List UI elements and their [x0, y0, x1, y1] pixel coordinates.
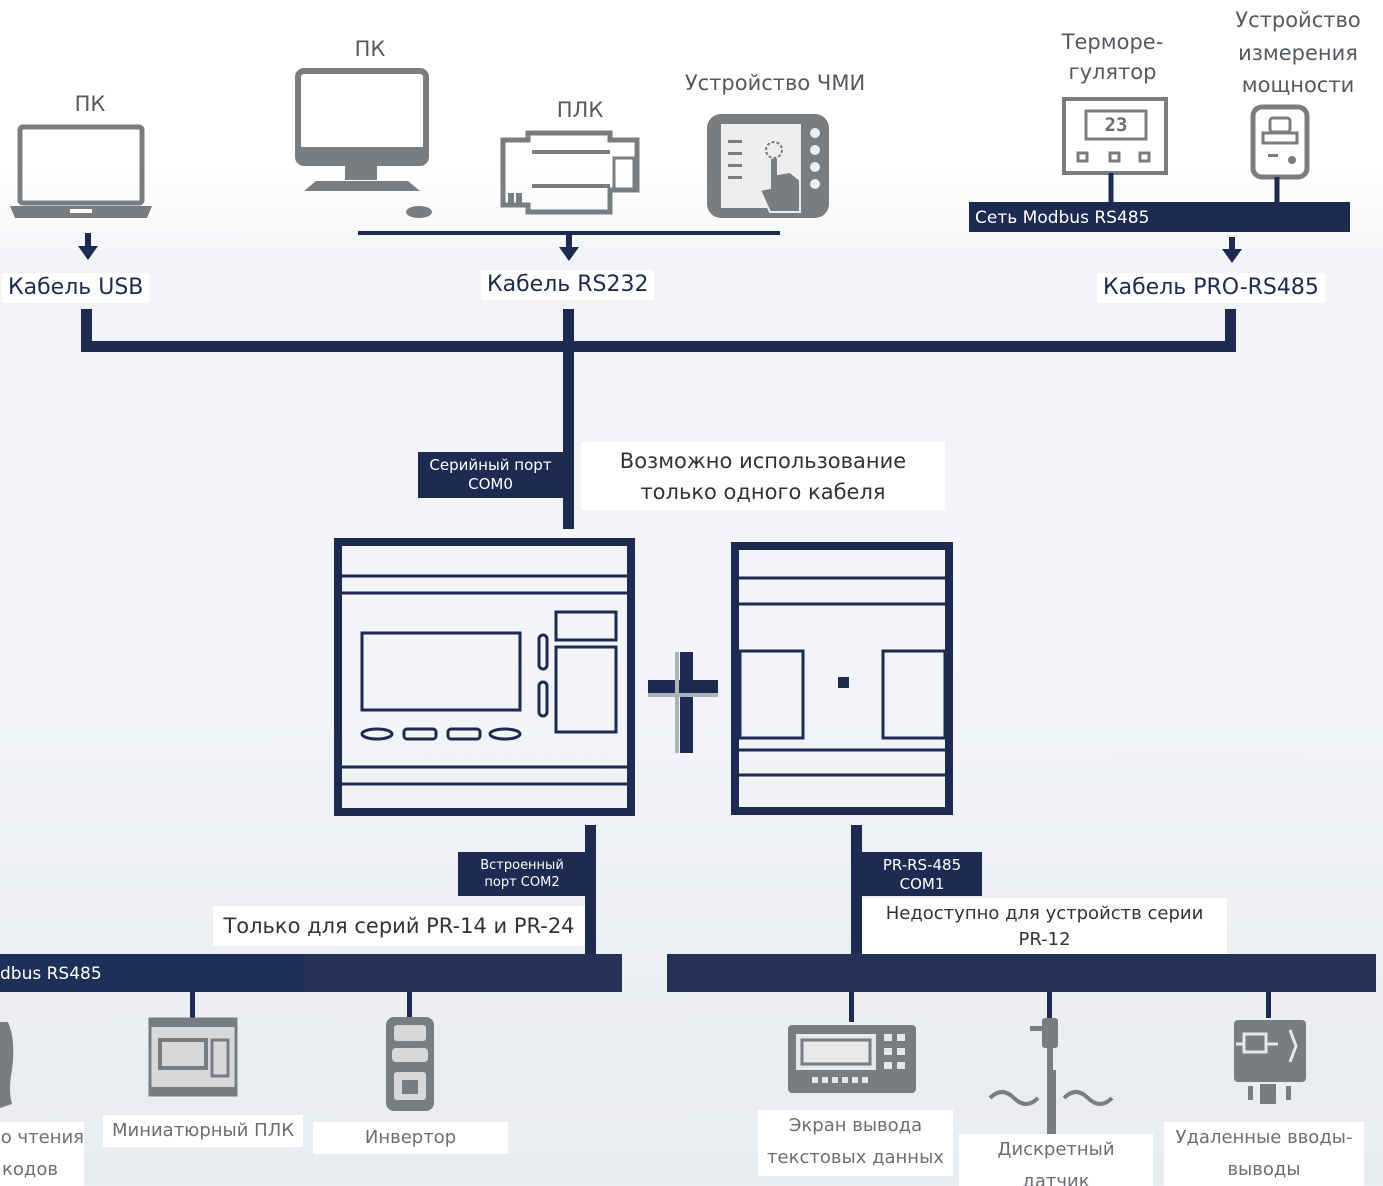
plus-icon [648, 652, 718, 753]
thermoregulator-label-line1: Терморе- [1061, 30, 1164, 54]
com1-unavailable-note-line2: PR-12 [1018, 929, 1071, 950]
power-meter-label-line3: мощности [1241, 73, 1355, 97]
cable-usb-label: Кабель USB [2, 273, 150, 303]
com1-unavailable-note-line1: Недоступно для устройств серии [885, 903, 1204, 924]
com2-series-note: Только для серий PR-14 и PR-24 [213, 906, 585, 946]
barcode-reader-label-line2: кодов [2, 1159, 58, 1180]
discrete-sensor-label: Дискретный датчик [959, 1134, 1153, 1186]
serial-port-com0-line1: Серийный порт [429, 456, 552, 474]
extension-module-icon [731, 542, 953, 815]
pr-rs485-com1-line1: PR-RS-485 [882, 856, 962, 874]
barcode-reader-label-line1: о чтения [0, 1127, 84, 1148]
barcode-reader-label: о чтения кодов [0, 1122, 84, 1186]
inverter-icon [386, 1017, 434, 1111]
serial-port-com0-line2: COM0 [468, 475, 513, 493]
builtin-port-com2-line1: Встроенный [480, 858, 564, 873]
builtin-port-com2-line2: порт COM2 [484, 875, 560, 890]
barcode-reader-icon [0, 1022, 14, 1108]
one-cable-note-line2: только одного кабеля [640, 480, 886, 504]
remote-io-icon [1234, 1020, 1306, 1104]
modbus-network-bottom-label: dbus RS485 [0, 964, 102, 984]
arrow-down-icon [1222, 237, 1242, 263]
text-display-label: Экран вывода текстовых данных [758, 1110, 953, 1176]
thermoregulator-icon [1062, 97, 1168, 202]
arrow-down-icon [559, 235, 579, 261]
mini-plc-icon [148, 1017, 238, 1097]
cable-pro-rs485-label: Кабель PRO-RS485 [1097, 273, 1325, 303]
serial-port-com0-badge: Серийный порт COM0 [418, 452, 563, 498]
pr-rs485-com1-badge: PR-RS-485 COM1 [862, 852, 982, 896]
plc-label: ПЛК [556, 98, 604, 122]
thermoregulator-label-line2: гулятор [1068, 60, 1157, 84]
text-display-label-line1: Экран вывода [788, 1115, 923, 1136]
thermoregulator-display-value: 23 [1104, 114, 1128, 136]
builtin-port-com2-badge: Встроенный порт COM2 [458, 852, 586, 896]
remote-io-label: Удаленные вводы- выводы [1164, 1122, 1364, 1186]
laptop-icon [10, 124, 152, 218]
discrete-sensor-icon [988, 1018, 1114, 1148]
desktop-pc-label: ПК [354, 37, 386, 61]
remote-io-label-line1: Удаленные вводы- [1175, 1127, 1353, 1148]
com1-unavailable-note: Недоступно для устройств серии PR-12 [862, 898, 1227, 954]
text-display-label-line2: текстовых данных [767, 1147, 944, 1168]
power-meter-label-line2: измерения [1238, 41, 1358, 65]
main-cable-bus [81, 309, 1236, 529]
modbus-network-top-bar: Сеть Modbus RS485 [969, 202, 1350, 232]
main-plc-icon [334, 538, 635, 816]
inverter-label: Инвертор [313, 1122, 508, 1154]
cable-rs232-label: Кабель RS232 [481, 270, 655, 300]
modbus-network-top-label: Сеть Modbus RS485 [975, 208, 1150, 228]
power-meter-icon [1250, 104, 1310, 202]
one-cable-note-line1: Возможно использование [619, 449, 907, 473]
discrete-sensor-label-line2: датчик [1022, 1171, 1090, 1186]
text-display-icon [788, 1025, 916, 1093]
power-meter-label-line1: Устройство [1235, 8, 1361, 32]
hmi-device-icon [707, 114, 829, 218]
pr-rs485-com1-line2: COM1 [899, 875, 945, 893]
discrete-sensor-label-line1: Дискретный [997, 1139, 1115, 1160]
one-cable-note: Возможно использование только одного каб… [581, 442, 945, 510]
laptop-label: ПК [74, 92, 106, 116]
plc-icon [500, 130, 640, 215]
arrow-down-icon [78, 233, 98, 260]
mini-plc-label: Миниатюрный ПЛК [103, 1115, 303, 1147]
hmi-label: Устройство ЧМИ [684, 71, 866, 95]
desktop-pc-icon [295, 68, 432, 218]
remote-io-label-line2: выводы [1227, 1159, 1301, 1180]
